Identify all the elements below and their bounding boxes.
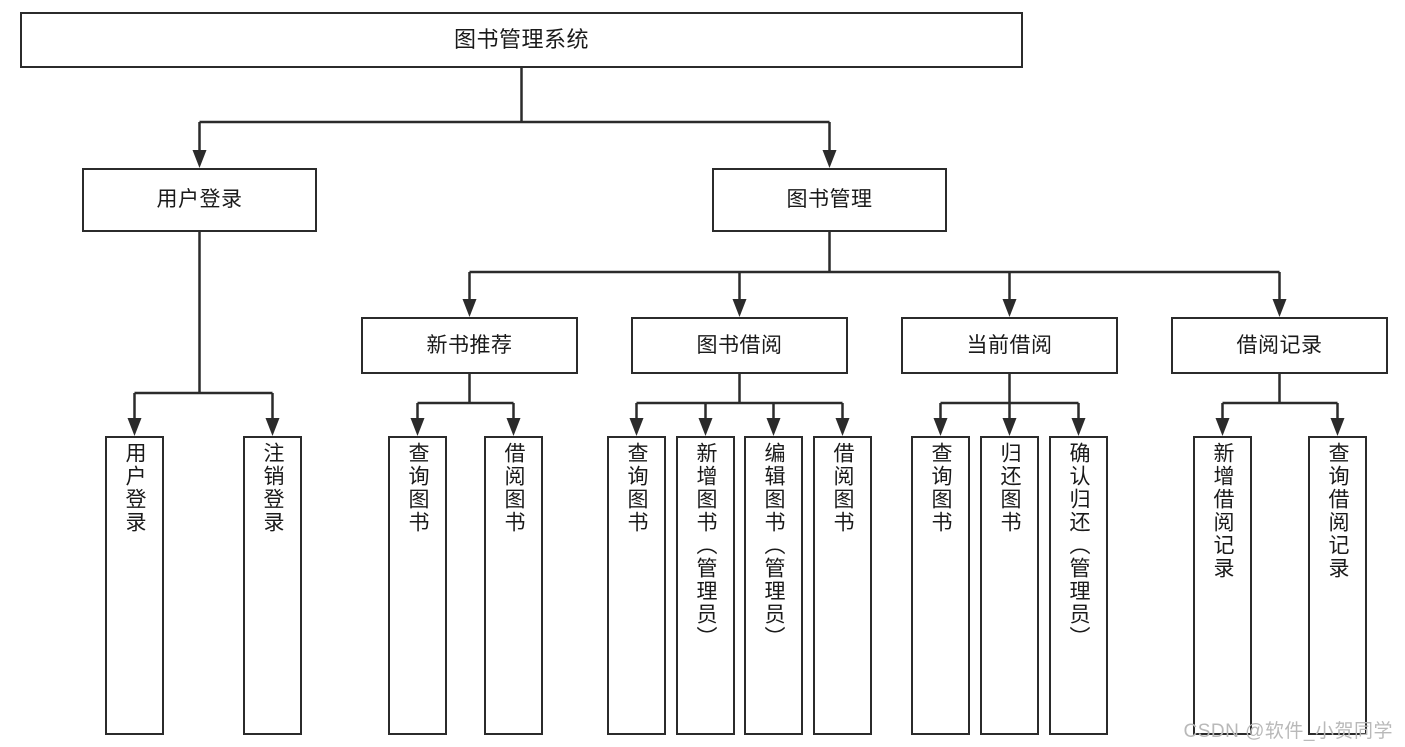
leaf-query-book-current[interactable]: 查询图书: [911, 436, 970, 735]
leaf-query-book-newbook[interactable]: 查询图书: [388, 436, 447, 735]
leaf-return-book[interactable]: 归还图书: [980, 436, 1039, 735]
node-book-management-system[interactable]: 图书管理系统: [20, 12, 1023, 68]
arrow-borrow-leaf1: [629, 418, 644, 436]
node-label: 查询借阅记录: [1326, 442, 1349, 580]
arrow-borrow-leaf4: [835, 418, 850, 436]
node-new-book-recommend[interactable]: 新书推荐: [361, 317, 578, 374]
node-label: 编辑图书（管理员）: [762, 442, 785, 649]
node-label: 用户登录: [123, 442, 146, 534]
node-book-borrow[interactable]: 图书借阅: [631, 317, 848, 374]
node-label: 查询图书: [625, 442, 648, 534]
arrow-bookmgmt-l3d: [1272, 299, 1287, 317]
leaf-query-book-borrow[interactable]: 查询图书: [607, 436, 666, 735]
leaf-edit-book-admin[interactable]: 编辑图书（管理员）: [744, 436, 803, 735]
node-label: 归还图书: [998, 442, 1021, 534]
node-label: 新增借阅记录: [1211, 442, 1234, 580]
arrow-userlogin-leaf1: [127, 418, 142, 436]
arrow-current-leaf1: [933, 418, 948, 436]
arrow-record-leaf1: [1215, 418, 1230, 436]
arrow-newbook-leaf1: [410, 418, 425, 436]
leaf-borrow-book-newbook[interactable]: 借阅图书: [484, 436, 543, 735]
arrow-userlogin-leaf2: [265, 418, 280, 436]
arrow-current-leaf3: [1071, 418, 1086, 436]
leaf-borrow-book-borrow[interactable]: 借阅图书: [813, 436, 872, 735]
arrow-current-leaf2: [1002, 418, 1017, 436]
node-label: 图书借阅: [696, 333, 783, 357]
leaf-confirm-return-admin[interactable]: 确认归还（管理员）: [1049, 436, 1108, 735]
csdn-watermark: CSDN @软件_小贺同学: [1183, 721, 1393, 742]
node-label: 确认归还（管理员）: [1067, 442, 1090, 649]
arrow-root-to-user-login: [192, 150, 207, 168]
arrow-borrow-leaf2: [698, 418, 713, 436]
arrow-bookmgmt-l3b: [732, 299, 747, 317]
node-label: 新增图书（管理员）: [694, 442, 717, 649]
arrow-root-to-book-mgmt: [822, 150, 837, 168]
arrow-bookmgmt-l3a: [462, 299, 477, 317]
node-label: 借阅记录: [1236, 333, 1323, 357]
leaf-user-login[interactable]: 用户登录: [105, 436, 164, 735]
leaf-query-borrow-record[interactable]: 查询借阅记录: [1308, 436, 1367, 735]
node-user-login[interactable]: 用户登录: [82, 168, 317, 232]
arrow-newbook-leaf2: [506, 418, 521, 436]
leaf-logout[interactable]: 注销登录: [243, 436, 302, 735]
arrow-borrow-leaf3: [766, 418, 781, 436]
node-label: 查询图书: [406, 442, 429, 534]
node-label: 查询图书: [929, 442, 952, 534]
node-book-management[interactable]: 图书管理: [712, 168, 947, 232]
node-borrow-record[interactable]: 借阅记录: [1171, 317, 1388, 374]
node-label: 图书管理系统: [453, 26, 589, 52]
node-label: 当前借阅: [966, 333, 1053, 357]
node-label: 新书推荐: [426, 333, 513, 357]
node-label: 借阅图书: [831, 442, 854, 534]
node-label: 图书管理: [786, 188, 873, 212]
leaf-add-borrow-record[interactable]: 新增借阅记录: [1193, 436, 1252, 735]
node-current-borrow[interactable]: 当前借阅: [901, 317, 1118, 374]
node-label: 用户登录: [156, 188, 243, 212]
arrow-bookmgmt-l3c: [1002, 299, 1017, 317]
node-label: 注销登录: [261, 442, 284, 534]
arrow-record-leaf2: [1330, 418, 1345, 436]
node-label: 借阅图书: [502, 442, 525, 534]
leaf-add-book-admin[interactable]: 新增图书（管理员）: [676, 436, 735, 735]
